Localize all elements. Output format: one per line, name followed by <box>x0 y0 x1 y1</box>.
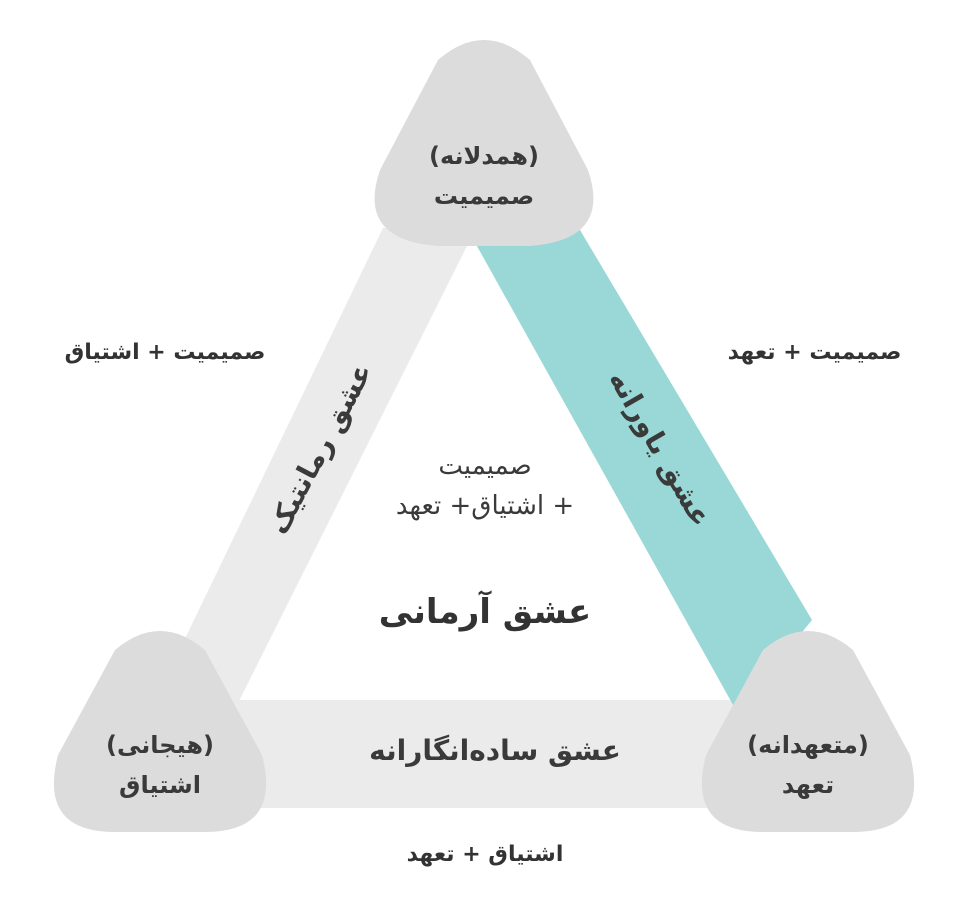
vertex-top-subtitle: (همدلانه) <box>429 142 539 170</box>
simple-love-label: عشق ساده‌انگارانه <box>369 734 621 767</box>
vertex-right-label: (متعهدانه) تعهد <box>708 725 908 805</box>
romantic-love-band <box>153 228 476 705</box>
consummate-love-title: عشق آرمانی <box>378 592 592 632</box>
left-side-combo: صمیمیت + اشتیاق <box>64 340 266 365</box>
vertex-left-shape <box>53 631 267 832</box>
center-combo-line2: + اشتیاق+ تعهد <box>395 491 575 521</box>
right-side-combo: صمیمیت + تعهد <box>727 340 902 365</box>
vertex-top-shape <box>374 40 594 246</box>
vertex-left-title: اشتیاق <box>119 771 201 799</box>
center-combo: صمیمیت + اشتیاق+ تعهد <box>335 446 635 526</box>
vertex-left-subtitle: (هیجانی) <box>106 731 214 759</box>
vertex-right-title: تعهد <box>781 771 835 799</box>
center-combo-line1: صمیمیت <box>438 451 532 481</box>
vertex-top-title: صمیمیت <box>433 182 535 210</box>
companionate-love-band <box>468 230 812 712</box>
vertex-right-shape <box>701 631 915 832</box>
vertex-right-subtitle: (متعهدانه) <box>747 731 869 759</box>
vertex-top-label: (همدلانه) صمیمیت <box>384 136 584 216</box>
bottom-side-combo: اشتیاق + تعهد <box>406 842 564 867</box>
vertex-left-label: (هیجانی) اشتیاق <box>60 725 260 805</box>
